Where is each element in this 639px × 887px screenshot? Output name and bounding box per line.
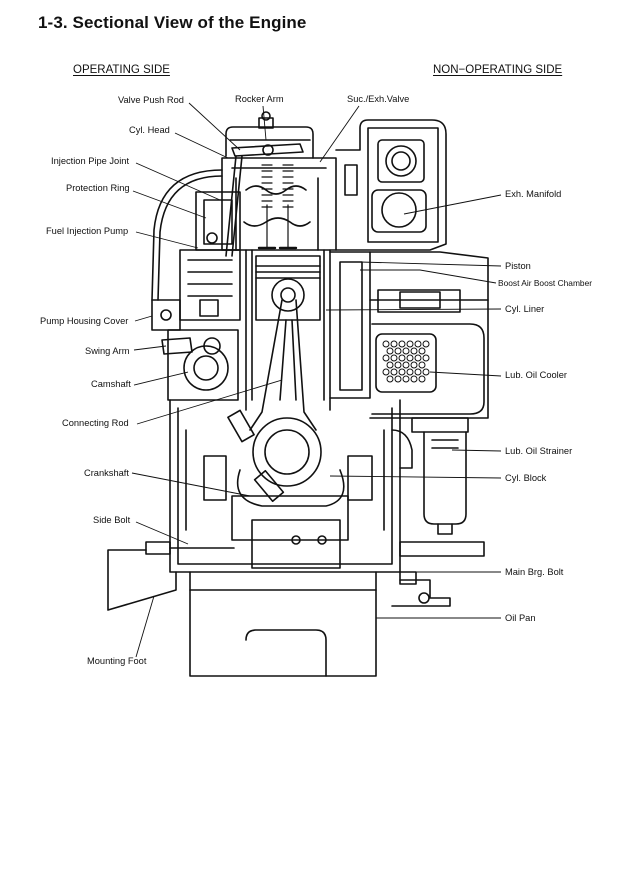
cylinder-head (221, 157, 337, 251)
cylinder-liner (245, 249, 331, 411)
label-suc-exh-valve: Suc./Exh.Valve (347, 94, 410, 104)
label-valve-push-rod: Valve Push Rod (118, 95, 184, 105)
label-fuel-injection-pump: Fuel Injection Pump (46, 226, 129, 236)
label-side-bolt: Side Bolt (93, 515, 131, 525)
page-title: 1-3. Sectional View of the Engine (38, 13, 307, 32)
label-cyl-block: Cyl. Block (505, 473, 547, 483)
label-mounting-foot: Mounting Foot (87, 656, 147, 666)
side-bolt (145, 541, 235, 555)
oil-pan (189, 571, 377, 677)
label-exh-manifold: Exh. Manifold (505, 189, 562, 199)
label-cyl-liner: Cyl. Liner (505, 304, 545, 314)
label-crankshaft: Crankshaft (84, 468, 129, 478)
mounting-foot-right (391, 579, 451, 607)
operating-side-heading: OPERATING SIDE (73, 64, 170, 76)
swing-arm (161, 337, 193, 355)
injection-pipe (151, 169, 223, 301)
rocker-arm (231, 143, 304, 157)
pump-housing-cover (151, 299, 181, 331)
label-lub-oil-cooler: Lub. Oil Cooler (505, 370, 568, 380)
lub-oil-cooler (369, 289, 489, 419)
label-swing-arm: Swing Arm (85, 346, 130, 356)
label-protection-ring: Protection Ring (66, 183, 130, 193)
mounting-foot-left (107, 549, 177, 611)
label-lub-oil-strainer: Lub. Oil Strainer (505, 446, 573, 456)
label-camshaft: Camshaft (91, 379, 131, 389)
label-rocker-arm: Rocker Arm (235, 94, 284, 104)
label-piston: Piston (505, 261, 531, 271)
piston (255, 255, 321, 321)
cylinder-block (169, 399, 401, 573)
fuel-injection-pump (179, 191, 241, 321)
push-rod (225, 155, 243, 257)
exhaust-manifold (335, 119, 447, 251)
lub-oil-strainer (391, 417, 469, 535)
label-boost-air-boost-chamber: Boost Air Boost Chamber (498, 278, 593, 288)
non-operating-side-heading: NON−OPERATING SIDE (433, 64, 563, 76)
label-oil-pan: Oil Pan (505, 613, 536, 623)
connecting-rod (227, 299, 317, 503)
crankshaft (231, 417, 349, 569)
valve-springs (257, 164, 298, 250)
oil-cooler-tubes (382, 340, 430, 383)
label-connecting-rod: Connecting Rod (62, 418, 129, 428)
camshaft (167, 329, 239, 401)
boost-air-chamber (329, 251, 489, 399)
label-main-brg-bolt: Main Brg. Bolt (505, 567, 564, 577)
label-cyl-head: Cyl. Head (129, 125, 170, 135)
label-injection-pipe-joint: Injection Pipe Joint (51, 156, 130, 166)
label-pump-housing-cover: Pump Housing Cover (40, 316, 129, 326)
main-bearing-bolt (399, 541, 485, 585)
leader-lines (131, 102, 502, 658)
rocker-cover (225, 111, 314, 159)
